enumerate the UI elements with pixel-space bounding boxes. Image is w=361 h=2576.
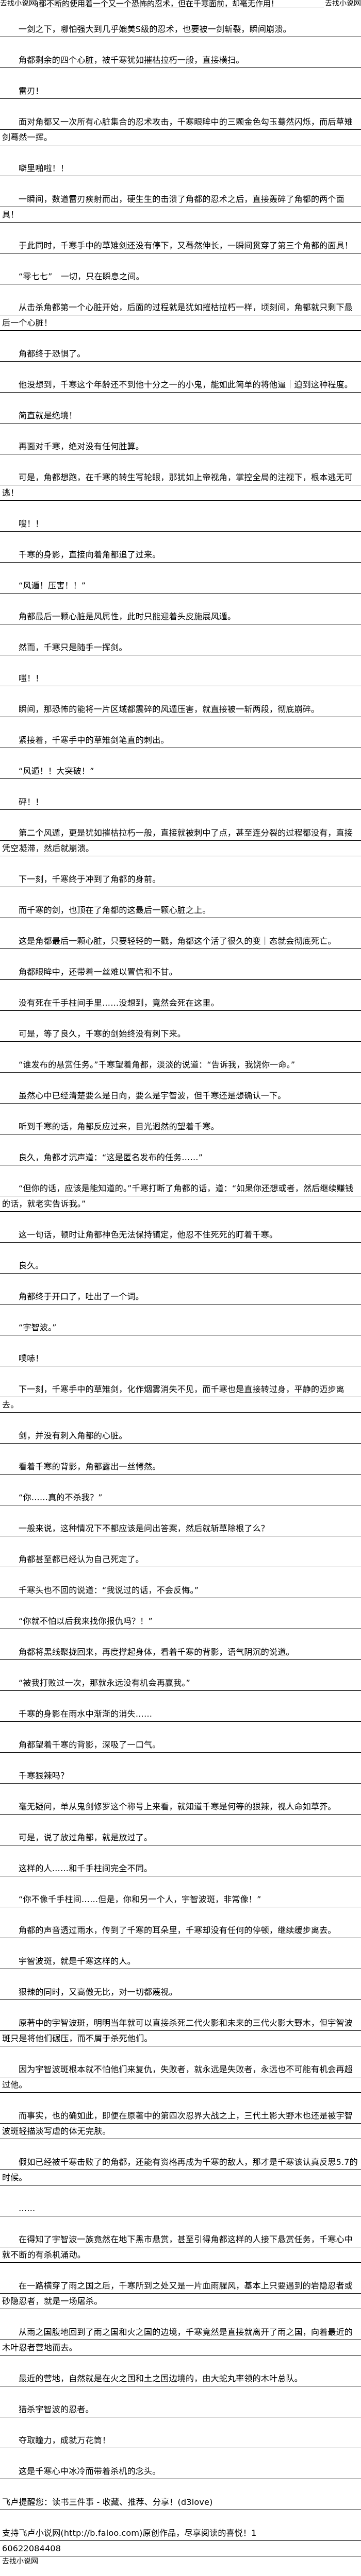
paragraph: 这是角都最后一颗心脏，只要轻轻的一戳，角都这个活了很久的变｜态就会彻底死亡。 — [0, 934, 361, 949]
chapter-content: 一剑之下，哪怕强大到几乎媲美S级的忍术，也要被一剑斩裂，瞬间崩溃。角都剩余的四个… — [0, 8, 361, 2479]
paragraph: 一剑之下，哪怕强大到几乎媲美S级的忍术，也要被一剑斩裂，瞬间崩溃。 — [0, 22, 361, 37]
paragraph: 从雨之国腹地回到了雨之国和火之国的边境，千寒竟然是直接就离开了雨之国，向着最近的… — [0, 2325, 361, 2355]
paragraph: 下一刻，千寒手中的草雉剑，化作烟雾消失不见，而千寒也是直接转过身，平静的迈步离去… — [0, 1382, 361, 1413]
chapter-footer: 飞卢提醒您：读书三件事 - 收藏、推荐、分享！(d3love) 支持飞卢小说网(… — [0, 2495, 361, 2567]
paragraph: “你不像千手柱间……但是，你和另一个人，宇智波斑，非常像！” — [0, 1892, 361, 1907]
paragraph: 在得知了宇智波一族竟然在地下黑市悬赏，甚至引得角都这样的人接下悬赏任务，千寒心中… — [0, 2232, 361, 2263]
paragraph: 这是千寒心中冰冷而带着杀机的念头。 — [0, 2464, 361, 2479]
paragraph: 可是，等了良久，千寒的剑始终没有刺下来。 — [0, 1026, 361, 1042]
paragraph: 而千寒的剑，也顶在了角都的这最后一颗心脏之上。 — [0, 903, 361, 918]
paragraph: 毫无疑问，单从鬼剑修罗这个称号上来看，就知道千寒是何等的狠辣，视人命如草芥。 — [0, 1799, 361, 1815]
chapter-first-line: 角都不断的使用着一个又一个恐怖的忍术，但在千寒面前，却毫无作用！ — [35, 0, 324, 8]
paragraph: 最近的营地，自然就是在火之国和土之国边境的，由大蛇丸率领的木叶总队。 — [0, 2371, 361, 2386]
paragraph: 因为宇智波斑根本就不怕他们来复仇，失败者，就永远是失败者，永远也不可能有机会再超… — [0, 2062, 361, 2093]
paragraph: 一般来说，这种情况下不都应该是问出答案，然后就斩草除根了么？ — [0, 1521, 361, 1536]
site-name-footer[interactable]: 去找小说网 — [2, 2557, 38, 2566]
paragraph: 嗤！！ — [0, 671, 361, 686]
paragraph: 千寒头也不回的说道：“我说过的话，不会反悔。” — [0, 1583, 361, 1598]
paragraph: 简直就是绝境！ — [0, 408, 361, 423]
paragraph: “风遁！压害！！” — [0, 578, 361, 594]
paragraph: 角都甚至都已经认为自己死定了。 — [0, 1552, 361, 1567]
support-number: 60622084408 — [0, 2541, 361, 2556]
site-name-left[interactable]: 去找小说网 — [0, 0, 36, 8]
paragraph: “你就不怕以后我来找你报仇吗？！” — [0, 1614, 361, 1629]
paragraph: 剑，并没有刺入角都的心脏。 — [0, 1428, 361, 1444]
paragraph: 一瞬间，数道雷刃疾射而出，硬生生的击溃了角都的忍术之后，直接轰碎了角都的两个面具… — [0, 192, 361, 223]
paragraph: 猎杀宇智波的忍者。 — [0, 2402, 361, 2417]
paragraph: 良久。 — [0, 1258, 361, 1274]
paragraph: 可是，说了放过角都，就是放过了。 — [0, 1830, 361, 1845]
paragraph: 于此同时，千寒手中的草雉剑还没有停下，又蓦然伸长，一瞬间贯穿了第三个角都的面具！ — [0, 238, 361, 253]
paragraph: 下一刻，千寒终于冲到了角都的身前。 — [0, 872, 361, 887]
paragraph: “谁发布的悬赏任务。”千寒望着角都，淡淡的说道：“告诉我，我饶你一命。” — [0, 1057, 361, 1073]
paragraph: 可是，角都想跑，在千寒的转生写轮眼，那犹如上帝视角，掌控全局的注视下，根本逃无可… — [0, 470, 361, 501]
paragraph: 狠辣的同时，又高傲无比，对一切都蔑视。 — [0, 1985, 361, 2000]
paragraph: 夺取瞳力，成就万花筒！ — [0, 2433, 361, 2448]
paragraph: 他没想到，千寒这个年龄还不到他十分之一的小鬼，能如此简单的将他逼｜迫到这种程度。 — [0, 377, 361, 393]
paragraph: 噗哧！ — [0, 1351, 361, 1366]
paragraph: 没有死在千手柱间手里……没想到，竟然会死在这里。 — [0, 995, 361, 1011]
support-text[interactable]: 支持飞卢小说网(http://b.faloo.com)原创作品，尽享阅读的喜悦！… — [0, 2526, 361, 2541]
paragraph: 角都剩余的四个心脏，被千寒犹如摧枯拉朽一般，直接横扫。 — [0, 53, 361, 68]
paragraph: 假如已经被千寒击败了的角都，还能有资格再成为千寒的敌人，那才是千寒该认真反思5.… — [0, 2155, 361, 2185]
site-name-right[interactable]: 去找小说网 — [325, 0, 361, 8]
paragraph: 虽然心中已经清楚要么是日向，要么是宇智波，但千寒还是想确认一下。 — [0, 1088, 361, 1104]
paragraph: 紧接着，千寒手中的草雉剑笔直的刺出。 — [0, 733, 361, 748]
paragraph: 千寒的身影，直接向着角都追了过来。 — [0, 547, 361, 563]
paragraph: 然而，千寒只是随手一挥剑。 — [0, 640, 361, 655]
paragraph: …… — [0, 2201, 361, 2216]
paragraph: 砰！！ — [0, 794, 361, 810]
paragraph: 角都终于开口了，吐出了一个词。 — [0, 1289, 361, 1304]
paragraph: 角都眼眸中，还带着一丝难以置信和不甘。 — [0, 964, 361, 980]
paragraph: “但你的话，应该是能知道的。”千寒打断了角都的话，道：“如果你还想或者，然后继续… — [0, 1181, 361, 1212]
paragraph: 瞬间，那恐怖的能将一片区域都震碎的风遁压害，就直接被一斩两段，彻底崩碎。 — [0, 702, 361, 717]
paragraph: 在一路横穿了雨之国之后，千寒所到之处又是一片血雨腥风，基本上只要遇到的岩隐忍者或… — [0, 2278, 361, 2309]
paragraph: 面对角都又一次所有心脏集合的忍术攻击，千寒眼眸中的三颗金色勾玉蓦然闪烁，而后草雉… — [0, 114, 361, 145]
paragraph: 看着千寒的背影，角都露出一丝愕然。 — [0, 1459, 361, 1475]
paragraph: 这样的人……和千手柱间完全不同。 — [0, 1861, 361, 1876]
paragraph: “被我打败过一次，那就永远没有机会再赢我。” — [0, 1675, 361, 1691]
paragraph: 千寒的身影在雨水中渐渐的消失…… — [0, 1706, 361, 1722]
paragraph: 从击杀角都第一个心脏开始，后面的过程就是犹如摧枯拉朽一样，顷刻间，角都就只剩下最… — [0, 300, 361, 331]
paragraph: 第二个风遁，更是犹如摧枯拉朽一般，直接就被刺中了点，甚至连分裂的过程都没有，直接… — [0, 825, 361, 856]
paragraph: 角都最后一颗心脏是风属性，此时只能迎着头皮施展风遁。 — [0, 609, 361, 624]
paragraph: 角都望着千寒的背影，深吸了一口气。 — [0, 1737, 361, 1753]
paragraph: “零七七” 一切，只在瞬息之间。 — [0, 269, 361, 284]
paragraph: 嗖！！ — [0, 516, 361, 532]
paragraph: 这一句话，顿时让角都神色无法保持镇定，他忍不住死死的盯着千寒。 — [0, 1227, 361, 1243]
page-header: 角都不断的使用着一个又一个恐怖的忍术，但在千寒面前，却毫无作用！ 去找小说网 去… — [0, 0, 361, 8]
paragraph: 角都终于恐惧了。 — [0, 346, 361, 362]
paragraph: “你……真的不杀我？” — [0, 1490, 361, 1505]
paragraph: 原著中的宇智波斑，明明当年就可以直接杀死二代火影和未来的三代火影大野木，但宇智波… — [0, 2015, 361, 2046]
paragraph: 再面对千寒，绝对没有任何胜算。 — [0, 439, 361, 454]
paragraph: 角都将黑线聚拢回来，再度撑起身体，看着千寒的背影，语气阴沉的说道。 — [0, 1645, 361, 1660]
paragraph: 宇智波斑，就是千寒这样的人。 — [0, 1954, 361, 1969]
paragraph: 听到千寒的话，角都反应过来，目光迥然的望着千寒。 — [0, 1119, 361, 1134]
paragraph: “宇智波。” — [0, 1320, 361, 1335]
paragraph: 而事实，也的确如此，即便在原著中的第四次忍界大战之上，三代土影大野木也还是被宇智… — [0, 2108, 361, 2139]
reminder-text: 飞卢提醒您：读书三件事 - 收藏、推荐、分享！(d3love) — [0, 2495, 361, 2510]
paragraph: “风遁！！大突破！” — [0, 764, 361, 779]
paragraph: 噼里啪啦！！ — [0, 161, 361, 176]
paragraph: 良久，角都才沉声道：“这是匿名发布的任务……” — [0, 1150, 361, 1165]
paragraph: 雷刃！ — [0, 83, 361, 99]
paragraph: 千寒狠辣吗？ — [0, 1768, 361, 1784]
paragraph: 角都的声音透过雨水，传到了千寒的耳朵里，千寒却没有任何的停顿，继续缓步离去。 — [0, 1923, 361, 1938]
